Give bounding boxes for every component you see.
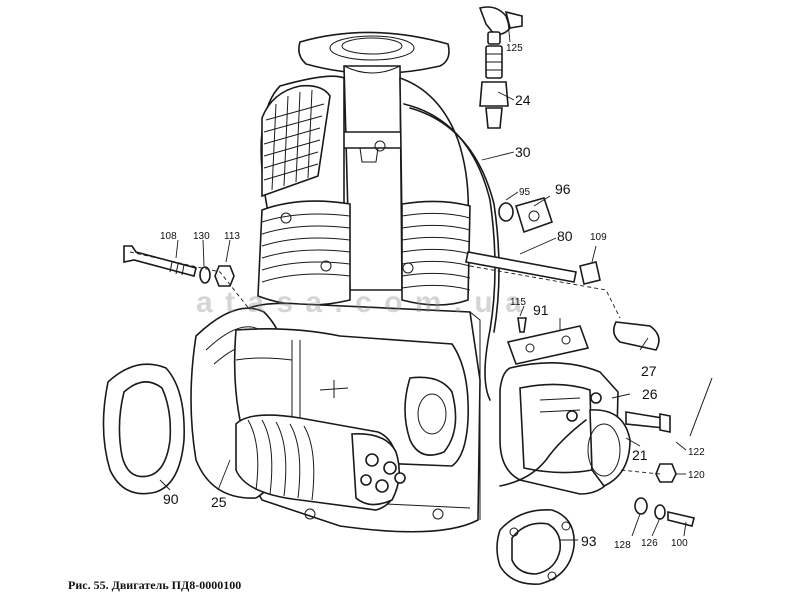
part-label-130: 130 [193, 231, 210, 242]
figure-caption: Рис. 55. Двигатель ПД8-0000100 [68, 578, 242, 592]
part-label-30: 30 [515, 144, 531, 160]
part-label-95: 95 [519, 187, 531, 198]
watermark-text: a t a s a . c o m . u a [196, 286, 524, 319]
part-label-96: 96 [555, 181, 571, 197]
part-label-93: 93 [581, 533, 597, 549]
part-label-27: 27 [641, 363, 657, 379]
part-label-128: 128 [614, 540, 631, 551]
part-label-100: 100 [671, 538, 688, 549]
part-label-91: 91 [533, 302, 549, 318]
part-label-90: 90 [163, 491, 179, 507]
part-label-120: 120 [688, 470, 705, 481]
part-label-109: 109 [590, 232, 607, 243]
part-label-113: 113 [224, 231, 240, 242]
part-label-125: 125 [506, 43, 523, 54]
engine-drawing [102, 6, 713, 585]
part-label-115: 115 [510, 297, 526, 308]
part-label-25: 25 [211, 494, 227, 510]
part-label-80: 80 [557, 228, 573, 244]
part-label-108: 108 [160, 231, 177, 242]
part-label-21: 21 [632, 447, 648, 463]
part-label-24: 24 [515, 92, 531, 108]
part-label-126: 126 [641, 538, 658, 549]
part-label-26: 26 [642, 386, 658, 402]
part-label-122: 122 [688, 447, 705, 458]
